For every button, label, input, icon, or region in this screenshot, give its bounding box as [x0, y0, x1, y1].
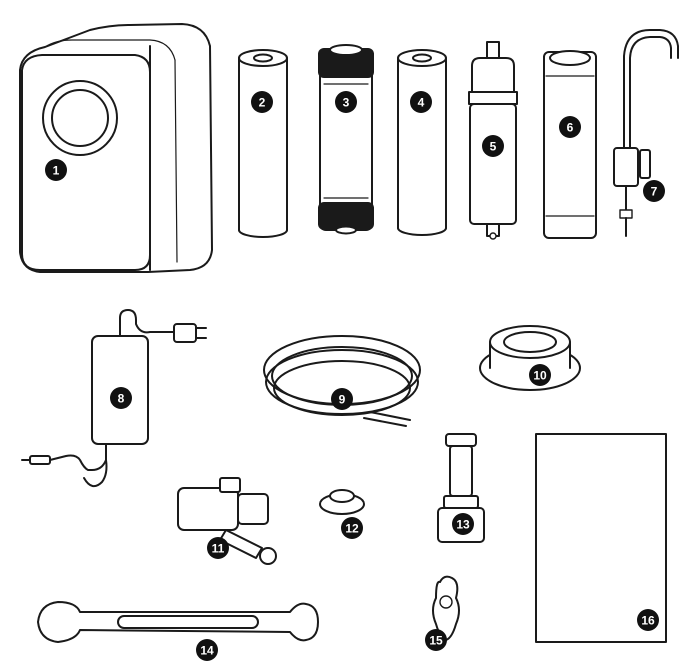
part-badge-9: 9	[331, 388, 353, 410]
faucet	[613, 29, 679, 237]
part-badge-10: 10	[529, 364, 551, 386]
part-badge-13: 13	[452, 513, 474, 535]
part-badge-circle	[529, 364, 551, 386]
part-badge-label: 5	[490, 140, 497, 154]
fitting-washer	[319, 489, 365, 515]
filter-cartridge-4	[397, 49, 447, 236]
instruction-manual	[535, 433, 667, 643]
part-badge-circle	[637, 609, 659, 631]
filter-cartridge-5	[468, 41, 518, 240]
part-badge-7: 7	[643, 180, 665, 202]
part-badge-label: 7	[651, 185, 658, 199]
part-badge-circle	[207, 537, 229, 559]
part-badge-label: 8	[118, 392, 125, 406]
part-badge-circle	[110, 387, 132, 409]
part-badge-1: 1	[45, 159, 67, 181]
part-badge-label: 4	[418, 96, 425, 110]
part-badge-4: 4	[410, 91, 432, 113]
part-badge-5: 5	[482, 135, 504, 157]
part-badge-label: 6	[567, 121, 574, 135]
wrench	[37, 601, 319, 643]
part-badge-label: 12	[345, 522, 359, 536]
part-badge-circle	[331, 388, 353, 410]
purifier-unit	[19, 23, 213, 273]
tube-clip	[432, 575, 460, 641]
part-badge-circle	[452, 513, 474, 535]
part-badge-2: 2	[251, 91, 273, 113]
part-badge-label: 9	[339, 393, 346, 407]
part-badge-circle	[425, 629, 447, 651]
filter-cartridge-2	[238, 49, 288, 238]
filter-cartridge-6	[543, 50, 597, 239]
tape-roll	[479, 325, 581, 391]
part-badge-label: 10	[533, 369, 547, 383]
part-badge-label: 15	[429, 634, 443, 648]
part-badge-label: 16	[641, 614, 655, 628]
part-badge-14: 14	[196, 639, 218, 661]
part-badge-16: 16	[637, 609, 659, 631]
part-badge-label: 14	[200, 644, 214, 658]
part-badge-circle	[482, 135, 504, 157]
part-badge-6: 6	[559, 116, 581, 138]
part-badge-circle	[251, 91, 273, 113]
filter-cartridge-3	[318, 44, 374, 235]
part-badge-circle	[341, 517, 363, 539]
part-badge-circle	[196, 639, 218, 661]
feed-valve	[177, 477, 277, 565]
part-badge-label: 11	[212, 542, 225, 556]
part-badge-circle	[643, 180, 665, 202]
part-badge-label: 2	[259, 96, 266, 110]
part-badge-15: 15	[425, 629, 447, 651]
part-badge-circle	[410, 91, 432, 113]
part-badge-circle	[45, 159, 67, 181]
part-badge-8: 8	[110, 387, 132, 409]
part-badge-12: 12	[341, 517, 363, 539]
part-badge-3: 3	[335, 91, 357, 113]
part-badge-circle	[335, 91, 357, 113]
part-badge-label: 1	[53, 164, 60, 178]
part-badge-label: 13	[456, 518, 470, 532]
part-badge-circle	[559, 116, 581, 138]
part-badge-11: 11	[207, 537, 229, 559]
part-badge-label: 3	[343, 96, 350, 110]
coiled-tubing	[263, 335, 421, 427]
